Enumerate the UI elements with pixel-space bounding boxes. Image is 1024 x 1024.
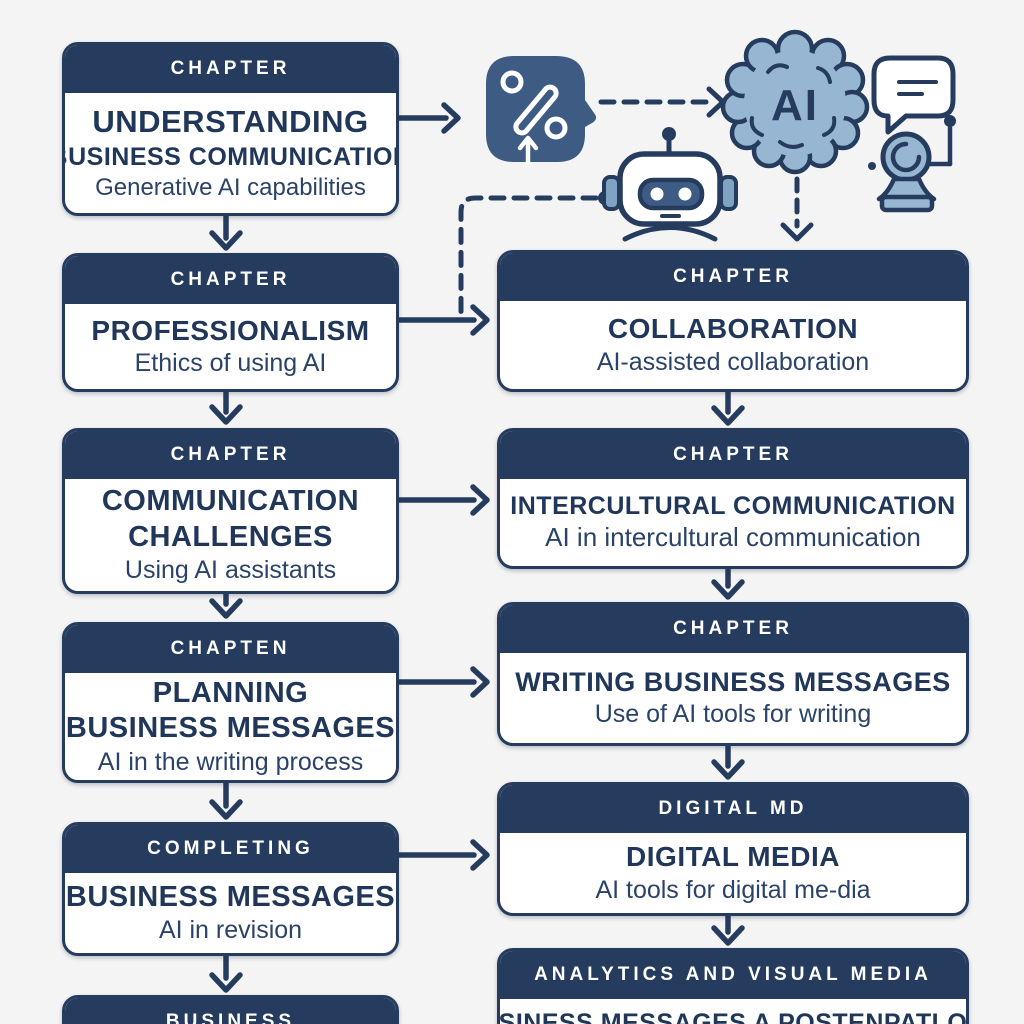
node-subtitle: AI-assisted collaboration (596, 347, 870, 376)
node-header: CHAPTER (500, 431, 966, 479)
node-intercultural-communication: CHAPTER INTERCULTURAL COMMUNICATION AI i… (497, 428, 969, 569)
node-business-partial: BUSINESS (62, 995, 399, 1024)
node-subtitle: AI in revision (158, 916, 303, 945)
dashed-arrow-head-to-brain (598, 86, 726, 118)
arrow-l3-r2 (392, 484, 490, 516)
node-header: CHAPTER (500, 605, 966, 653)
node-title: DIGITAL MEDIA (626, 841, 840, 873)
node-understanding-business-communication: CHAPTER UNDERSTANDING BUSINESS COMMUNICA… (62, 42, 399, 216)
node-header: ANALYTICS AND VISUAL MEDIA (500, 951, 966, 999)
node-title: COLLABORATION (607, 313, 859, 345)
arrow-l1-headicon (392, 102, 461, 134)
node-header: CHAPTEN (65, 625, 396, 673)
node-analytics-and-visual-media-partial: ANALYTICS AND VISUAL MEDIA BUSINESS MESS… (497, 948, 969, 1024)
node-title: INTERCULTURAL COMMUNICATION (510, 492, 956, 521)
node-subtitle: AI in intercultural communication (545, 522, 921, 553)
node-title-line2: BUSINESS COMMUNICATION (62, 142, 399, 171)
node-title: BUSINESS MESSAGES A POSTENPATLOUD (498, 1009, 968, 1024)
node-subtitle: Use of AI tools for writing (594, 700, 872, 729)
node-title: UNDERSTANDING (92, 103, 369, 139)
node-title-line2: BUSINESS MESSAGES (65, 712, 396, 745)
node-planning-business-messages: CHAPTEN PLANNING BUSINESS MESSAGES AI in… (62, 622, 399, 783)
chat-bubble-icon (871, 55, 956, 135)
node-title: WRITING BUSINESS MESSAGES (515, 667, 951, 697)
arrow-l4-r3 (392, 666, 490, 698)
node-title-line2: CHALLENGES (128, 520, 333, 553)
node-subtitle: Ethics of using AI (134, 349, 327, 378)
node-subtitle: Generative AI capabilities (95, 173, 366, 201)
node-digital-media: DIGITAL MD DIGITAL MEDIA AI tools for di… (497, 782, 969, 916)
node-header: CHAPTER (500, 253, 966, 301)
arrow-l2-r1 (392, 304, 490, 336)
node-professionalism: CHAPTER PROFESSIONALISM Ethics of using … (62, 253, 399, 392)
speaker-figure-icon (868, 115, 956, 213)
node-writing-business-messages: CHAPTER WRITING BUSINESS MESSAGES Use of… (497, 602, 969, 746)
arrow-l5-l6 (209, 947, 243, 993)
dashed-arrow-brain-to-r1 (780, 176, 814, 242)
node-subtitle: AI tools for digital me-dia (595, 875, 871, 904)
node-header: COMPLETING (65, 825, 396, 873)
node-title: PLANNING (152, 677, 309, 709)
node-header: CHAPTER (65, 45, 396, 93)
node-header: DIGITAL MD (500, 785, 966, 833)
ai-head-icon (486, 56, 597, 166)
node-communication-challenges: CHAPTER COMMUNICATION CHALLENGES Using A… (62, 428, 399, 594)
ai-brain-icon: AI (720, 29, 870, 175)
node-completing-business-messages: COMPLETING BUSINESS MESSAGES AI in revis… (62, 822, 399, 956)
node-title: PROFESSIONALISM (91, 314, 370, 346)
node-header: CHAPTER (65, 256, 396, 304)
node-title: COMMUNICATION (101, 485, 360, 518)
arrow-l4-l5 (209, 774, 243, 820)
node-collaboration: CHAPTER COLLABORATION AI-assisted collab… (497, 250, 969, 392)
robot-icon (602, 127, 738, 242)
node-header: CHAPTER (65, 431, 396, 479)
node-header: BUSINESS (65, 998, 396, 1024)
node-subtitle: Using AI assistants (124, 556, 337, 585)
node-subtitle: AI in the writing process (97, 747, 364, 776)
solid-arrows (209, 102, 745, 993)
arrow-l5-r4 (392, 839, 490, 871)
node-title: BUSINESS MESSAGES (65, 880, 396, 913)
brain-label: AI (771, 81, 819, 130)
